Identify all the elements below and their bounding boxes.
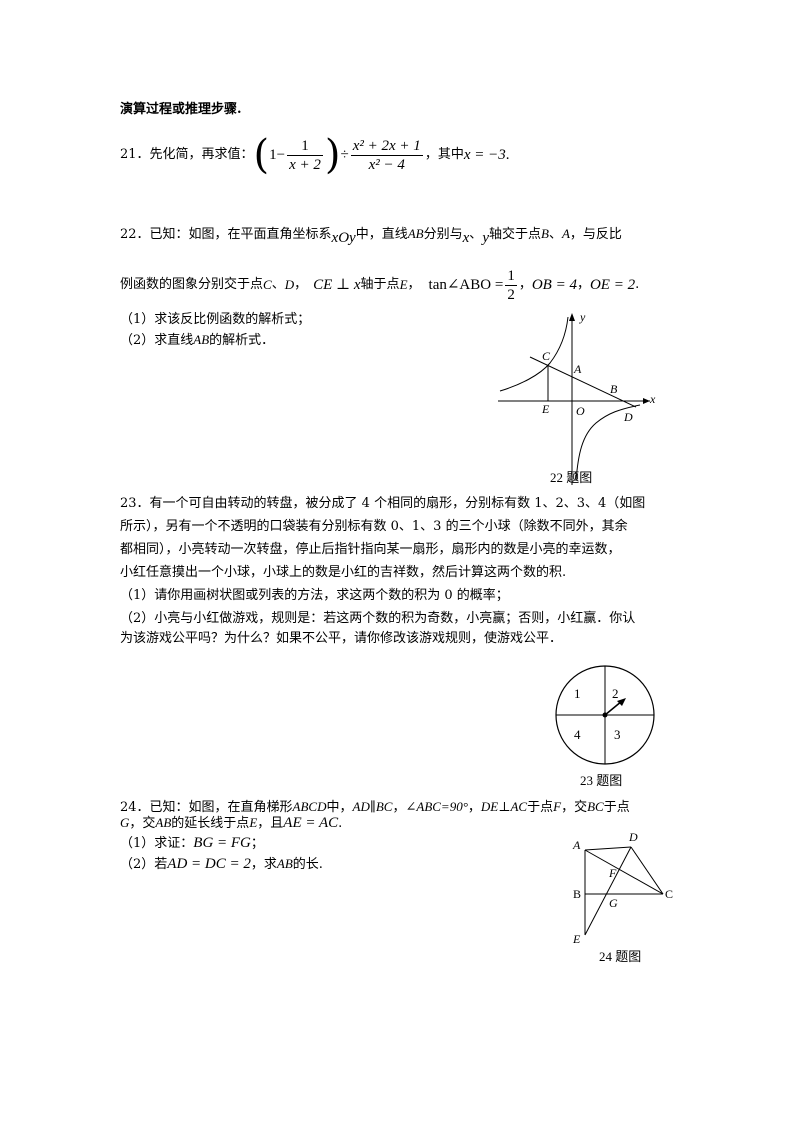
fig24-label-b: B [573,887,581,901]
q21-prefix: 21．先化简，再求值： [120,147,254,162]
q21-f2-den: x² − 4 [368,156,405,173]
q21-f2-num: x² + 2x + 1 [350,137,423,156]
fig22-label-a: A [573,362,582,376]
section-header: 演算过程或推理步骤. [120,102,242,117]
fig22-label-o: O [576,404,585,418]
q23-sub-2b: 为该游戏公平吗？为什么？如果不公平，请你修改该游戏规则，使游戏公平． [120,631,563,646]
fig24-label-d: D [628,830,638,844]
q21-fraction-1: 1 x + 2 [287,137,323,174]
fig22-label-c: C [542,349,551,363]
q24-line-1: 24．已知：如图，在直角梯形ABCD中，AD∥BC，∠ABC=90°，DE⊥AC… [120,799,630,815]
q23-line-2: 所示），另有一个不透明的口袋装有分别标有数 0、1、3 的三个小球（除数不同外，… [120,519,628,534]
q21-div: ÷ [340,147,349,163]
fig24-label-a: A [572,838,581,852]
fig23-caption: 23 题图 [580,773,622,788]
fig22-label-x: x [649,392,656,406]
q21-minus: − [276,147,286,163]
q24-sub-2: （2）若AD = DC = 2，求AB的长. [120,856,323,872]
q21-f1-den: x + 2 [289,156,321,173]
q23-sub-2a: （2）小亮与小红做游戏，规则是：若这两个数的积为奇数，小亮赢；否则，小红赢．你认 [120,611,636,626]
fig22-label-e: E [541,402,550,416]
fig24-caption: 24 题图 [599,949,641,964]
q22-sub-1: （1）求该反比例函数的解析式； [120,312,311,327]
spinner-num-3: 3 [614,727,621,742]
figure-23-spinner: 1 2 4 3 23 题图 [555,665,655,788]
q22-line-1: 22．已知：如图，在平面直角坐标系xOy中，直线AB分别与x、y轴交于点B、A，… [120,226,622,246]
spinner-num-1: 1 [574,686,581,701]
fig24-label-f: F [608,866,617,880]
fig24-label-g: G [609,896,618,910]
fig24-label-c: C [665,887,673,901]
q21-f1-num: 1 [287,137,323,156]
fig24-label-e: E [572,932,581,946]
q23-line-3: 都相同），小亮转动一次转盘，停止后指针指向某一扇形，扇形内的数是小亮的幸运数， [120,542,621,557]
fig22-label-d: D [623,410,633,424]
q21-dot: . [505,147,510,163]
fig22-caption: 22 题图 [550,470,592,485]
figure-22: y x C A B E O D 22 题图 [498,310,656,485]
q21-one: 1 [269,147,277,163]
question-21: 21．先化简，再求值： ( 1 − 1 x + 2 ) ÷ x² + 2x + … [120,132,510,178]
q24-line-2: G，交AB的延长线于点E，且AE = AC. [120,815,343,831]
spinner-num-4: 4 [574,727,581,742]
q23-sub-1: （1）请你用画树状图或列表的方法，求这两个数的积为 0 的概率； [120,588,509,603]
spinner-num-2: 2 [612,686,619,701]
fig22-label-y: y [579,310,586,324]
fig22-label-b: B [610,382,618,396]
q21-where: ，其中 [424,147,464,162]
q21-condition: x = −3 [463,147,506,163]
figure-24: A D F B G C E 24 题图 [572,830,673,964]
q23-line-4: 小红任意摸出一个小球，小球上的数是小红的吉祥数，然后计算这两个数的积. [120,565,567,580]
q23-line-1: 23．有一个可自由转动的转盘，被分成了 4 个相同的扇形，分别标有数 1、2、3… [120,496,646,511]
spinner-pointer [604,700,623,716]
q22-sub-2: （2）求直线AB的解析式． [120,332,275,348]
q24-sub-1: （1）求证：BG = FG； [120,835,264,851]
q21-fraction-2: x² + 2x + 1 x² − 4 [350,137,423,174]
q22-tan-fraction: 1 2 [505,267,517,303]
